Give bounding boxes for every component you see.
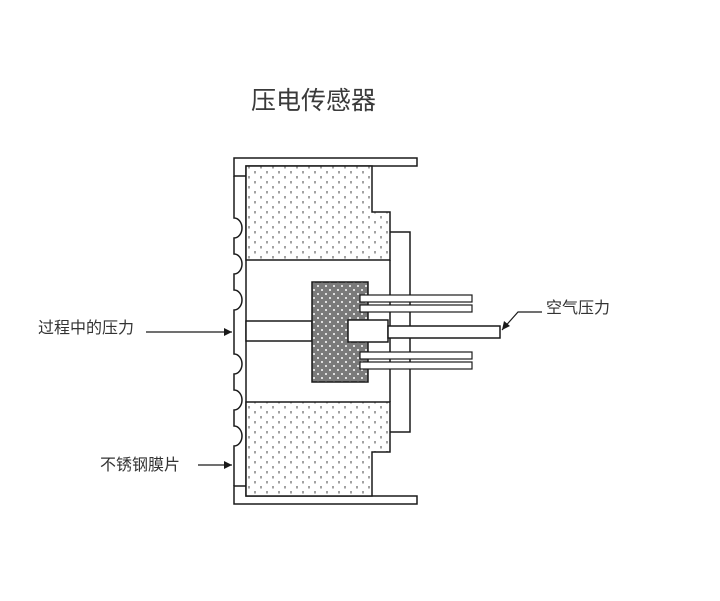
electrode-lower-2 <box>359 361 473 370</box>
upper-fill-chamber <box>245 165 391 261</box>
stainless-diaphragm <box>233 176 243 486</box>
diaphragm-arrowhead <box>224 461 232 469</box>
label-process-pressure: 过程中的压力 <box>38 318 135 337</box>
lower-fill-chamber <box>245 401 391 497</box>
electrode-lower-1 <box>359 351 473 360</box>
process-pressure-arrowhead <box>224 328 232 336</box>
electrode-upper-1 <box>359 294 473 303</box>
label-stainless-diaphragm: 不锈钢膜片 <box>100 455 181 474</box>
crystal-cavity <box>347 319 389 343</box>
air-pressure-leader <box>501 311 542 331</box>
push-rod <box>245 320 313 342</box>
air-pressure-arrowhead <box>502 321 510 330</box>
electrode-upper-2 <box>359 304 473 313</box>
diagram-title: 压电传感器 <box>251 86 377 115</box>
air-reference-tube <box>387 325 501 339</box>
label-air-pressure: 空气压力 <box>546 298 611 317</box>
